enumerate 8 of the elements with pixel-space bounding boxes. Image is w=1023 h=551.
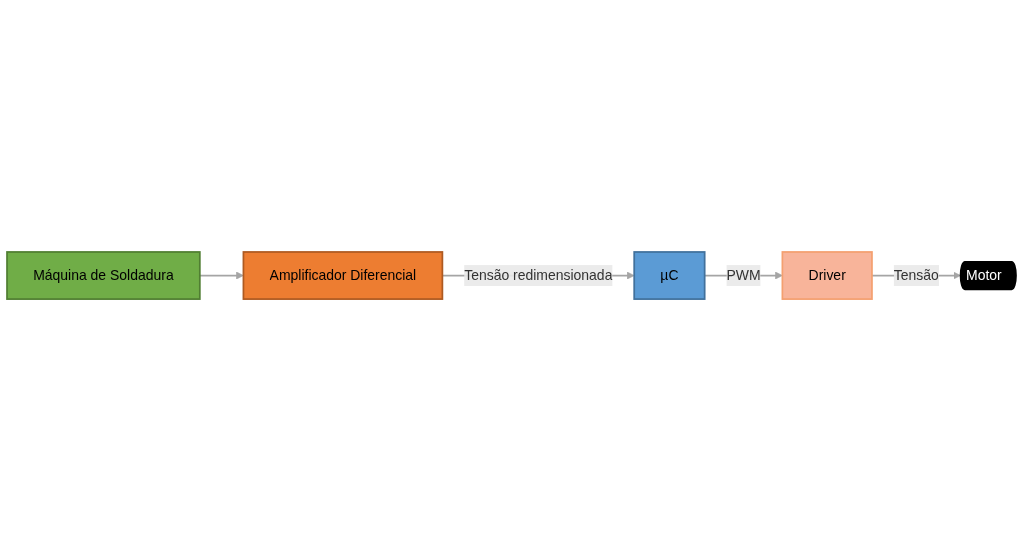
edge-label: PWM [726,267,761,283]
node-text: Motor [966,267,1002,283]
edge-label: Tensão [893,267,939,283]
node-box: Amplificador Diferencial [242,251,444,300]
node-box: µC [633,251,706,300]
node-box: Máquina de Soldadura [6,251,201,300]
node-box: Driver [781,251,873,300]
edge-label: Tensão redimensionada [464,267,613,283]
